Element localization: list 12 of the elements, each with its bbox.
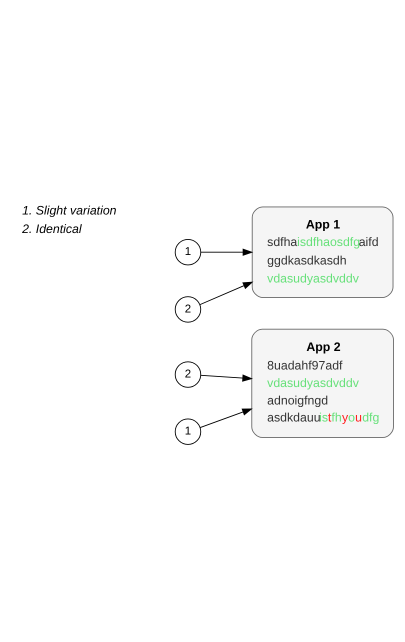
arrow [200,281,254,305]
arrow [200,374,253,382]
node-circle: 2 [174,360,202,388]
arrow [200,248,254,256]
node-circle: 1 [174,238,202,265]
node-box: App 1 sdfhaisdfhaosdfgaifd ggdkasdkasdh vdasudyasdvddv [252,206,394,298]
arrow [200,408,253,428]
label: 1. Slight variation [22,203,117,218]
node-circle: 1 [174,418,202,444]
node-box: App 2 8uadahf97adf vdasudyasdvddv adnoigfngd asdkdauuistfhyoudfg [251,328,394,438]
node-circle: 2 [174,296,202,322]
label: 2. Identical [22,222,82,236]
